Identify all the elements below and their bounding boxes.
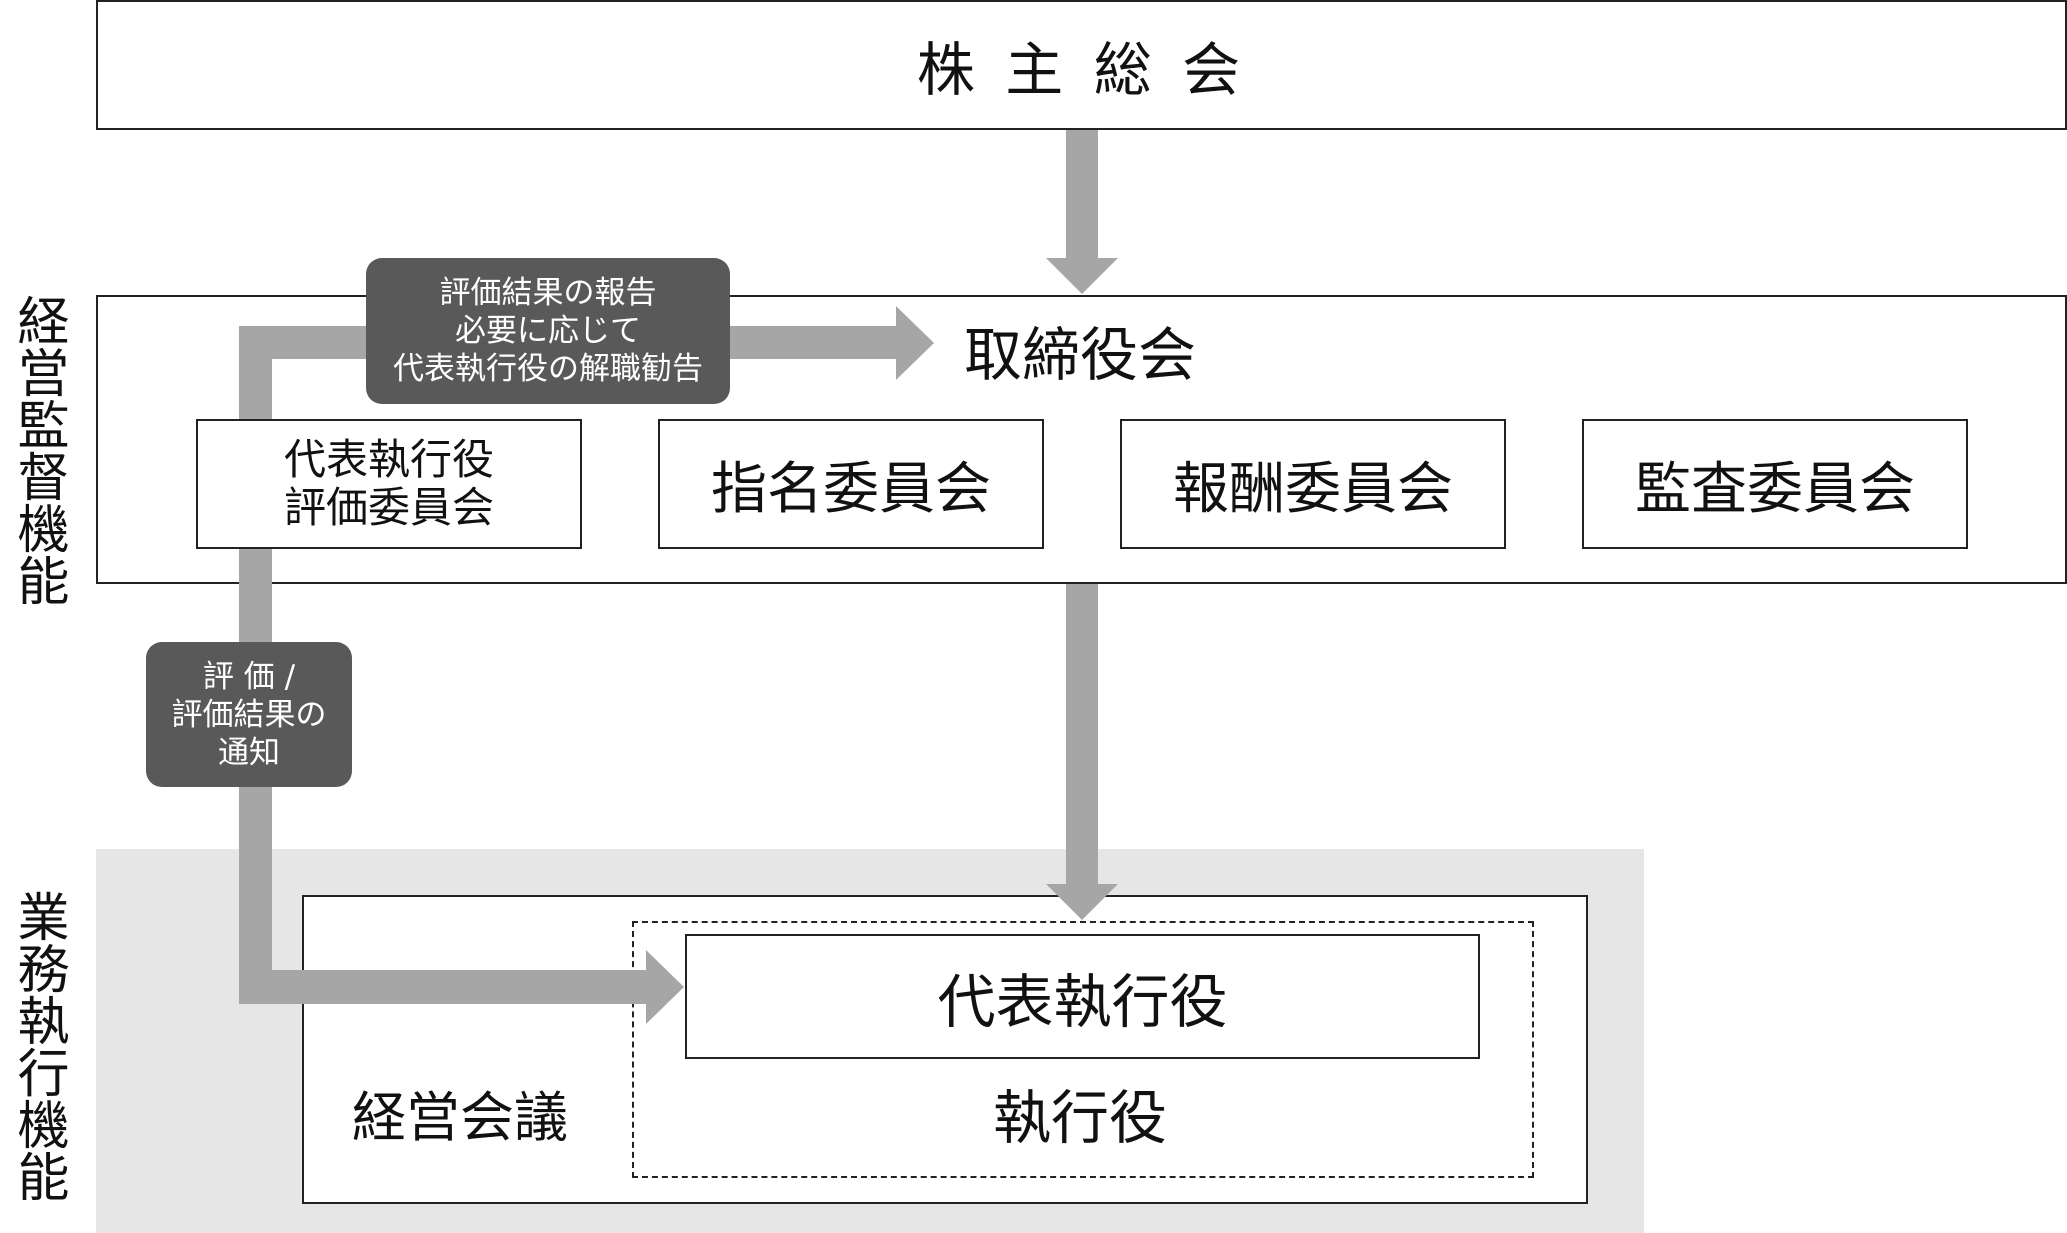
- committee-label: 指名委員会: [711, 456, 991, 522]
- report-tag-line: 代表執行役の解職勧告: [393, 351, 703, 387]
- side-label-supervision: 経営監督機能: [8, 294, 68, 606]
- management-meeting-label: 経営会議: [352, 1086, 568, 1149]
- executive-officers-area: [632, 921, 1534, 1178]
- committee-representative-evaluation: 代表執行役 評価委員会: [196, 419, 582, 549]
- report-tag-line: 必要に応じて: [455, 313, 641, 349]
- report-tag-line: 評価結果の報告: [439, 275, 657, 311]
- committee-label-line: 代表執行役: [283, 435, 494, 484]
- committee-nomination: 指名委員会: [658, 419, 1044, 549]
- side-label-execution: 業務執行機能: [8, 890, 68, 1202]
- executive-officers-label: 執行役: [992, 1084, 1167, 1152]
- shareholders-meeting-box: 株 主 総 会: [96, 0, 2067, 130]
- committee-compensation: 報酬委員会: [1120, 419, 1506, 549]
- report-tag: 評価結果の報告 必要に応じて 代表執行役の解職勧告: [366, 258, 730, 404]
- representative-executive-label: 代表執行役: [937, 967, 1228, 1036]
- board-title: 取締役会: [963, 321, 1196, 389]
- committee-label: 監査委員会: [1635, 456, 1915, 522]
- arrow-shareholders-to-board: [1046, 130, 1118, 294]
- committee-label-line: 評価委員会: [283, 483, 494, 532]
- evaluation-tag-line: 通知: [218, 734, 280, 771]
- arrow-board-to-executive: [1046, 584, 1118, 920]
- evaluation-tag: 評 価 / 評価結果の 通知: [146, 642, 352, 787]
- committee-audit: 監査委員会: [1582, 419, 1968, 549]
- evaluation-tag-line: 評価結果の: [171, 696, 327, 733]
- evaluation-tag-line: 評 価 /: [202, 658, 296, 695]
- committee-label: 報酬委員会: [1173, 456, 1453, 522]
- representative-executive-box: 代表執行役: [685, 934, 1480, 1059]
- shareholders-meeting-label: 株 主 総 会: [916, 36, 1247, 104]
